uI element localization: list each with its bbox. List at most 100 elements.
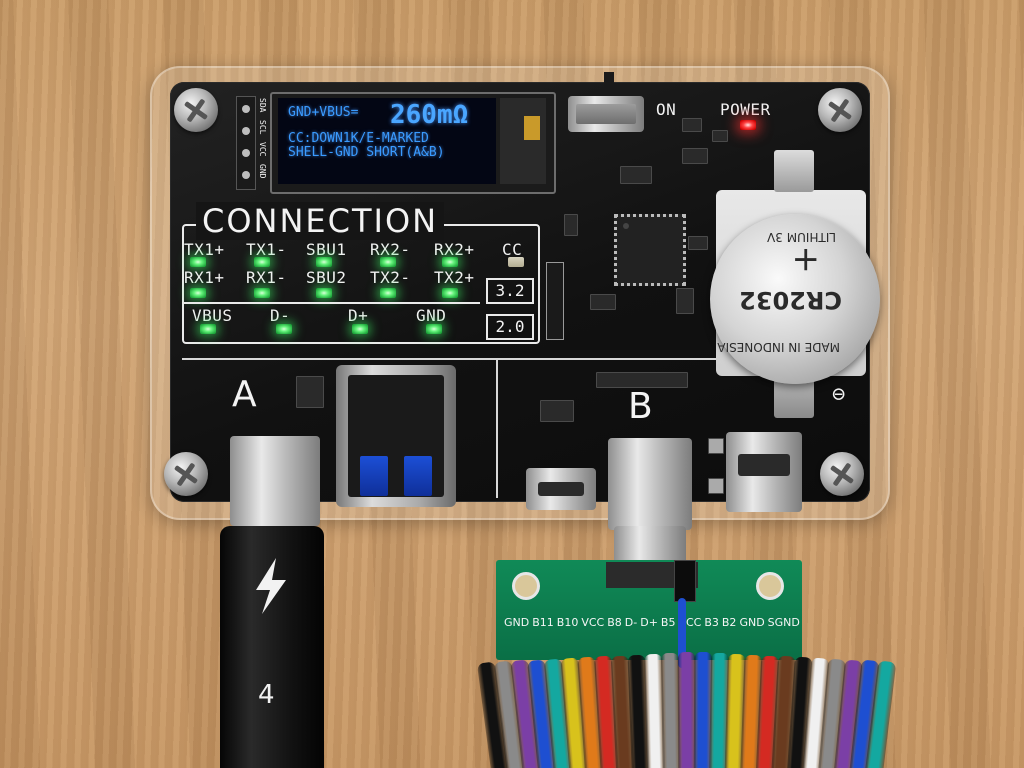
usb20-box: 2.0 bbox=[486, 314, 534, 340]
minus-polarity-icon: ⊖ bbox=[832, 382, 846, 407]
label-tx2-minus: TX2- bbox=[370, 268, 411, 287]
led-tx1-plus bbox=[190, 257, 206, 267]
led-d-minus bbox=[276, 324, 292, 334]
smd-component bbox=[590, 294, 616, 310]
label-cc: CC bbox=[502, 240, 523, 259]
section-divider bbox=[182, 358, 852, 360]
breakout-pin-label: VCC bbox=[581, 616, 605, 629]
usb-c-plug-port-a[interactable] bbox=[230, 436, 320, 526]
mini-usb-port[interactable] bbox=[726, 432, 802, 512]
usb-a-tongue bbox=[404, 456, 432, 496]
led-tx2-plus bbox=[442, 288, 458, 298]
usb-c-plug-port-b[interactable] bbox=[608, 438, 692, 530]
on-label: ON bbox=[656, 100, 677, 119]
usb-a-tongue bbox=[360, 456, 388, 496]
power-slide-switch[interactable] bbox=[568, 96, 644, 132]
label-tx1-minus: TX1- bbox=[246, 240, 287, 259]
oled-cc-status: CC:DOWN1K/E-MARKED bbox=[288, 131, 429, 146]
led-rx1-minus bbox=[254, 288, 270, 298]
oled-shell-status: SHELL-GND SHORT(A&B) bbox=[288, 145, 445, 160]
oled-flex-area bbox=[500, 98, 546, 184]
breakout-pin-label: B11 bbox=[532, 616, 554, 629]
smd-component bbox=[682, 148, 708, 164]
screw-top-right bbox=[818, 88, 862, 132]
label-gnd: GND bbox=[416, 306, 447, 325]
connection-title: CONNECTION bbox=[196, 202, 445, 240]
smd-component bbox=[564, 214, 578, 236]
label-d-plus: D+ bbox=[348, 306, 369, 325]
pin-row bbox=[546, 262, 564, 340]
header-pin-label: GND bbox=[258, 164, 267, 179]
mounting-hole bbox=[512, 572, 540, 600]
header-pin-label: VCC bbox=[258, 142, 267, 157]
jumper-header bbox=[674, 560, 696, 602]
label-vbus: VBUS bbox=[192, 306, 233, 325]
pad bbox=[708, 438, 724, 454]
led-vbus bbox=[200, 324, 216, 334]
smd-component-row bbox=[596, 372, 688, 388]
breakout-pin-label: D- bbox=[624, 616, 638, 629]
label-tx2-plus: TX2+ bbox=[434, 268, 475, 287]
breakout-pin-label: GND bbox=[739, 616, 765, 629]
label-sbu2: SBU2 bbox=[306, 268, 347, 287]
breakout-pin-label: B10 bbox=[556, 616, 579, 629]
label-d-minus: D- bbox=[270, 306, 291, 325]
port-a-label: A bbox=[232, 374, 257, 415]
switch-lever[interactable] bbox=[604, 72, 614, 98]
micro-usb-port[interactable] bbox=[526, 468, 596, 510]
led-rx1-plus bbox=[190, 288, 206, 298]
battery-clip-top bbox=[774, 150, 814, 192]
thunderbolt-icon bbox=[248, 556, 292, 616]
breakout-pin-label: SGND bbox=[767, 616, 800, 629]
label-sbu1: SBU1 bbox=[306, 240, 347, 259]
led-sbu2 bbox=[316, 288, 332, 298]
smd-component bbox=[682, 118, 702, 132]
port-b-label: B bbox=[628, 386, 653, 427]
breakout-pin-label: B8 bbox=[607, 616, 622, 629]
smd-component bbox=[620, 166, 652, 184]
led-tx1-minus bbox=[254, 257, 270, 267]
connection-divider bbox=[182, 302, 480, 304]
section-divider-vertical bbox=[496, 358, 498, 498]
led-gnd bbox=[426, 324, 442, 334]
label-rx1-minus: RX1- bbox=[246, 268, 287, 287]
screw-bottom-right bbox=[820, 452, 864, 496]
battery-origin-text: MADE IN INDONESIA bbox=[717, 340, 840, 354]
usb32-box: 3.2 bbox=[486, 278, 534, 304]
breakout-pin-label: B3 bbox=[704, 616, 719, 629]
header-pin-label: SCL bbox=[258, 120, 267, 135]
label-rx2-minus: RX2- bbox=[370, 240, 411, 259]
smd-component bbox=[676, 288, 694, 314]
microcontroller-chip bbox=[614, 214, 686, 286]
battery-model-text: CR2032 bbox=[739, 286, 842, 314]
cable-generation-number: 4 bbox=[258, 680, 275, 710]
power-led bbox=[740, 120, 756, 130]
label-rx2-plus: RX2+ bbox=[434, 240, 475, 259]
smd-component bbox=[540, 400, 574, 422]
label-tx1-plus: TX1+ bbox=[184, 240, 225, 259]
i2c-header bbox=[236, 96, 256, 190]
battery-type-text: LITHIUM 3V bbox=[767, 230, 836, 244]
label-rx1-plus: RX1+ bbox=[184, 268, 225, 287]
breakout-pin-label: B2 bbox=[721, 616, 737, 629]
led-d-plus bbox=[352, 324, 368, 334]
cr2032-coin-battery: MADE IN INDONESIA CR2032 + LITHIUM 3V bbox=[710, 214, 880, 384]
breakout-pin-label: GND bbox=[504, 616, 530, 629]
mounting-hole bbox=[756, 572, 784, 600]
smd-component bbox=[688, 236, 708, 250]
smd-component bbox=[296, 376, 324, 408]
jumper-wire bbox=[678, 598, 686, 668]
smd-component bbox=[712, 130, 728, 142]
screw-top-left bbox=[174, 88, 218, 132]
breakout-pin-label: B5 bbox=[660, 616, 676, 629]
power-label: POWER bbox=[720, 100, 771, 119]
breakout-pin-labels: GND B11 B10 VCC B8 D- D+ B5 VCC B3 B2 GN… bbox=[504, 616, 800, 632]
led-rx2-minus bbox=[380, 257, 396, 267]
oled-screen bbox=[278, 98, 496, 184]
battery-plus-icon: + bbox=[791, 240, 821, 280]
led-sbu1 bbox=[316, 257, 332, 267]
dupont-wire-bundle bbox=[476, 642, 897, 768]
oled-line-label: GND+VBUS= bbox=[288, 105, 359, 120]
led-rx2-plus bbox=[442, 257, 458, 267]
